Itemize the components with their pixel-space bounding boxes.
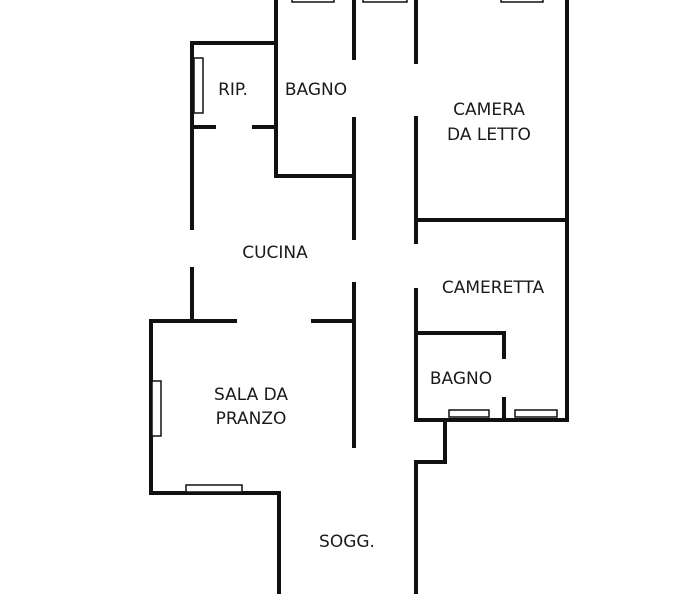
label-cucina: CUCINA [242,243,308,263]
label-cameretta: CAMERETTA [442,278,545,298]
wall-sala-outline [149,319,281,594]
wall-cameretta-west [414,288,569,422]
window-cameretta [514,409,558,418]
wall-small-bagno [416,331,506,359]
windows [151,0,558,493]
window-top-right [500,0,544,3]
walls [149,0,569,594]
wall-rip-top [190,41,278,230]
window-bagno-small [448,409,490,418]
label-sogg: SOGG. [319,532,375,552]
label-sala-line1: SALA DA [214,385,288,405]
window-rip [193,57,204,114]
label-camera-line1: CAMERA [453,100,525,120]
label-rip: RIP. [218,80,248,100]
room-labels: RIP. BAGNO CAMERA DA LETTO CUCINA CAMERE… [214,80,545,552]
label-sala-line2: PRANZO [216,409,287,429]
window-sala-west [151,380,162,437]
window-top-mid [362,0,408,3]
wall-soggiorno-right [414,418,447,594]
label-bagno-top: BAGNO [285,80,347,100]
label-bagno-small: BAGNO [430,369,492,389]
label-camera-line2: DA LETTO [447,125,531,145]
window-sala-south [185,484,243,493]
window-top-left [291,0,335,3]
